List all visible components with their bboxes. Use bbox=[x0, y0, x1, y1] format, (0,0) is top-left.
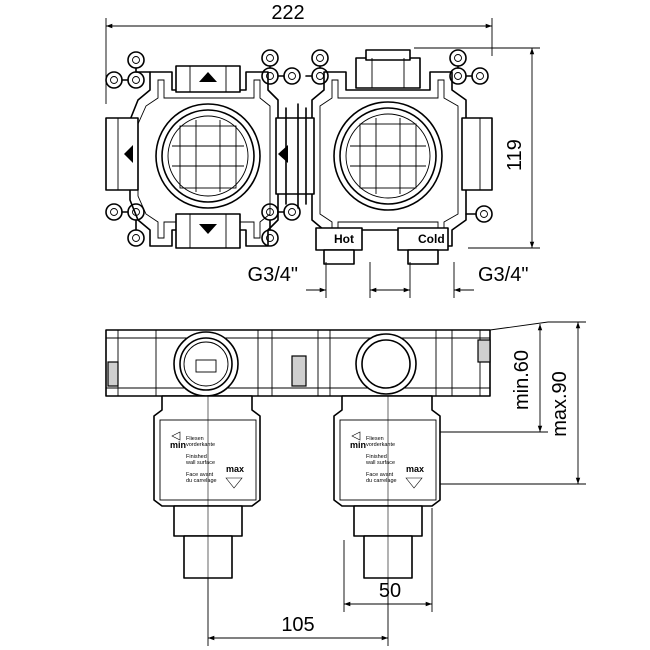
left-scale-label-2: vorderkante bbox=[186, 442, 215, 448]
arrow-down-icon bbox=[199, 224, 217, 234]
arrow-up-icon bbox=[199, 72, 217, 82]
dim-overall-width: 222 bbox=[271, 2, 304, 24]
right-housing-frame bbox=[311, 71, 467, 247]
right-top-nut bbox=[355, 57, 421, 89]
right-scale-min: min bbox=[350, 440, 366, 450]
dim-connection-right: G3/4" bbox=[478, 264, 528, 286]
left-cartridge bbox=[153, 395, 261, 507]
right-scale-label-3: Finished bbox=[366, 454, 387, 460]
right-side-fitting bbox=[461, 117, 493, 191]
top-view: Hot Cold 222 119 G3/4" G3/4" bbox=[105, 2, 540, 298]
dim-max-depth: max.90 bbox=[549, 371, 571, 437]
left-scale-label-1: Fliesen bbox=[186, 436, 204, 442]
right-scale-label-1: Fliesen bbox=[366, 436, 384, 442]
hot-label: Hot bbox=[334, 232, 354, 246]
arrow-left-icon bbox=[124, 145, 133, 163]
right-scale-label-5: Face avant bbox=[366, 472, 394, 478]
cold-label: Cold bbox=[418, 232, 445, 246]
right-cartridge bbox=[333, 395, 441, 507]
right-scale-label-2: vorderkante bbox=[366, 442, 395, 448]
left-scale-max: max bbox=[226, 464, 244, 474]
dim-connection-left: G3/4" bbox=[248, 264, 298, 286]
right-outlet-circle bbox=[355, 333, 417, 395]
left-scale-label-6: du carrelage bbox=[186, 478, 217, 484]
dim-spindle-spacing: 105 bbox=[281, 614, 314, 636]
dim-min-depth: min.60 bbox=[511, 350, 533, 410]
right-scale-label-6: du carrelage bbox=[366, 478, 397, 484]
side-view: Fliesen vorderkante Finished wall surfac… bbox=[105, 321, 586, 646]
left-scale-label-5: Face avant bbox=[186, 472, 214, 478]
dim-height: 119 bbox=[504, 139, 526, 171]
arrow-left-icon bbox=[278, 145, 288, 163]
dim-cartridge-width: 50 bbox=[379, 580, 401, 602]
right-valve-bore bbox=[333, 101, 443, 211]
left-valve-bore bbox=[155, 103, 261, 209]
left-scale-label-3: Finished bbox=[186, 454, 207, 460]
left-scale-label-4: wall surface bbox=[185, 460, 215, 466]
right-scale-max: max bbox=[406, 464, 424, 474]
right-scale-label-4: wall surface bbox=[365, 460, 395, 466]
left-scale-min: min bbox=[170, 440, 186, 450]
left-side-fitting bbox=[105, 117, 139, 191]
